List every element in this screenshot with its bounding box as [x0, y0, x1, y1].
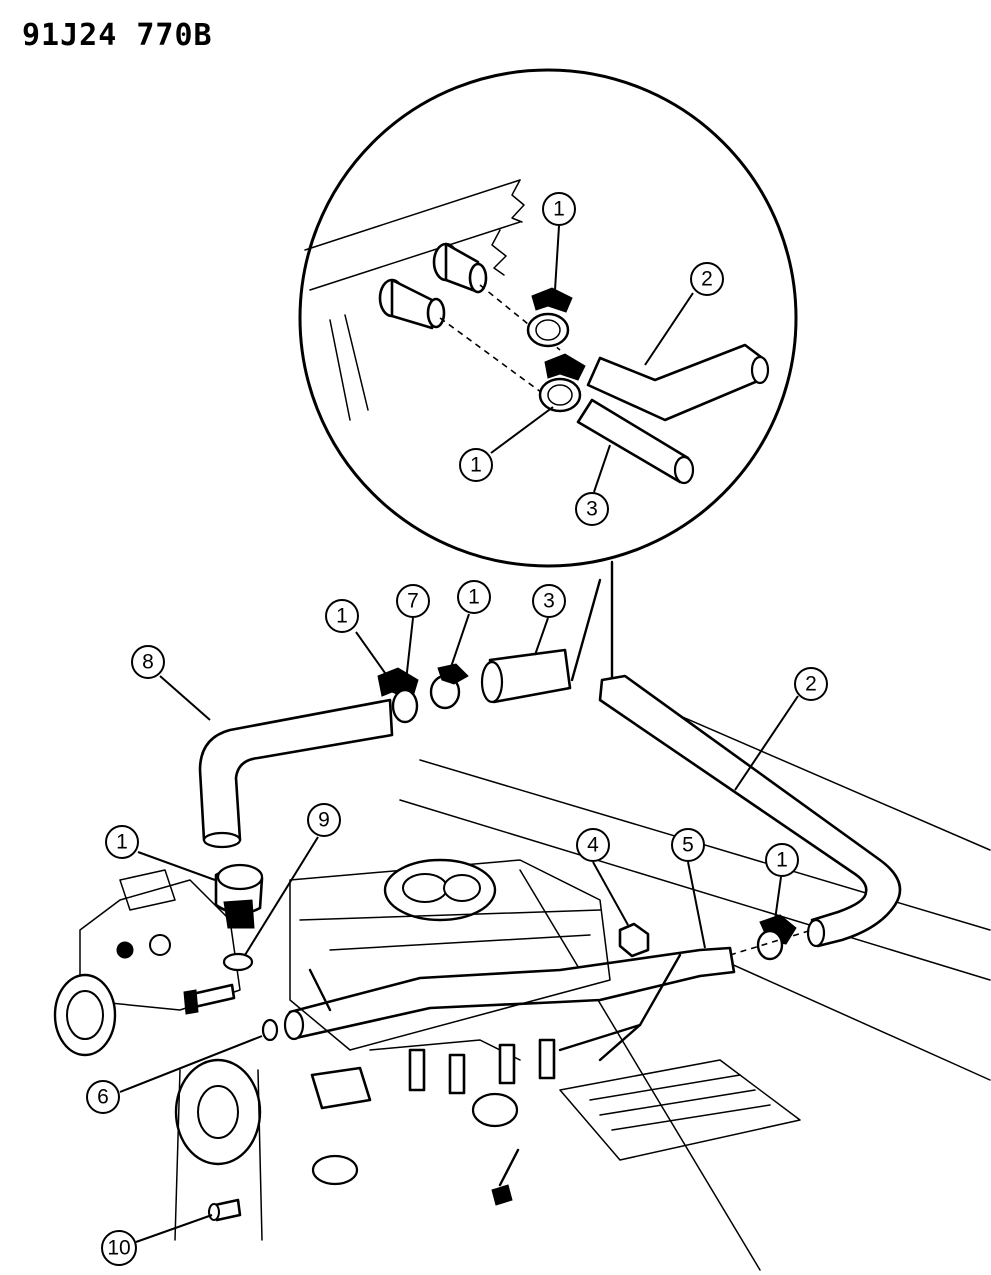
grille-panel	[559, 1059, 801, 1161]
assembly-dashline	[729, 929, 813, 956]
body-panel-line	[399, 799, 991, 981]
svg-text:1: 1	[116, 831, 128, 854]
leader-line	[244, 836, 319, 956]
tube-bracket-left	[308, 968, 332, 1012]
callout-7: 7	[396, 584, 430, 618]
callout-1-right: 1	[765, 843, 799, 877]
body-panel-line	[699, 949, 991, 1081]
svg-text:8: 8	[142, 651, 154, 674]
sensor-block	[310, 1066, 372, 1110]
detail-connector-line-2	[570, 578, 602, 682]
leader-line	[592, 861, 629, 926]
leader-line	[135, 1214, 213, 1243]
panel-line	[329, 319, 351, 421]
svg-text:1: 1	[553, 198, 565, 221]
detail-clamp-lower	[538, 353, 586, 413]
heater-return-tube-5	[288, 946, 736, 1040]
reservoir-cap	[311, 1154, 359, 1186]
detail-view	[298, 68, 798, 692]
svg-text:3: 3	[586, 498, 598, 521]
intake-manifold	[289, 858, 611, 1095]
callout-10: 10	[101, 1230, 137, 1266]
oil-cap	[471, 1092, 519, 1128]
hose-clamp-floating	[214, 863, 264, 929]
callout-4: 4	[576, 828, 610, 862]
callout-6: 6	[86, 1080, 120, 1114]
callout-1-left: 1	[325, 599, 359, 633]
leader-line	[644, 292, 694, 366]
firewall-torn-edge	[511, 179, 525, 223]
crank-pulley	[174, 1058, 263, 1241]
callout-9: 9	[307, 803, 341, 837]
leader-line	[490, 406, 554, 454]
callouts: 1 2 1 3 1 7 1 3 8 2	[86, 192, 828, 1266]
leader-line	[159, 675, 211, 721]
callout-5: 5	[671, 828, 705, 862]
svg-text:3: 3	[543, 590, 555, 613]
callout-1-mid: 1	[457, 580, 491, 614]
o-ring-6	[261, 1018, 279, 1042]
firewall-edge	[309, 221, 521, 291]
callout-2: 2	[794, 667, 828, 701]
compressor-assembly	[53, 869, 241, 1057]
svg-text:1: 1	[468, 586, 480, 609]
callout-1-detail-top: 1	[542, 192, 576, 226]
leader-line	[734, 695, 799, 791]
tube-bracket	[558, 1023, 642, 1052]
firewall-torn-edge	[491, 229, 507, 276]
panel-line	[344, 314, 369, 411]
detail-clamp-upper	[526, 287, 573, 348]
leader-line	[554, 225, 560, 291]
leader-line	[137, 851, 216, 881]
svg-text:9: 9	[318, 809, 330, 832]
svg-text:6: 6	[97, 1086, 109, 1109]
leader-line	[119, 1035, 263, 1093]
svg-text:1: 1	[776, 849, 788, 872]
leader-line	[355, 631, 391, 681]
callout-3: 3	[532, 584, 566, 618]
leader-line	[449, 613, 470, 671]
svg-text:1: 1	[470, 454, 482, 477]
callout-8: 8	[131, 645, 165, 679]
callout-1-detail-bottom: 1	[459, 448, 493, 482]
heater-core-nipples	[378, 242, 561, 396]
svg-text:1: 1	[336, 605, 348, 628]
leader-line	[774, 876, 782, 921]
bracket-screw	[491, 1184, 513, 1206]
svg-text:5: 5	[682, 834, 694, 857]
heater-hose-2	[598, 674, 902, 948]
leader-line	[404, 617, 414, 691]
callout-1-clamp: 1	[105, 825, 139, 859]
leader-line	[687, 861, 706, 949]
svg-text:7: 7	[407, 590, 419, 613]
svg-text:2: 2	[701, 268, 713, 291]
nut-4	[618, 922, 650, 958]
firewall-edge	[304, 179, 521, 251]
svg-text:2: 2	[805, 673, 817, 696]
callout-2-detail: 2	[690, 262, 724, 296]
leader-line	[593, 444, 611, 493]
svg-text:10: 10	[107, 1237, 130, 1260]
detail-connector-line	[600, 560, 614, 692]
fitting-9	[222, 952, 254, 972]
leader-line	[534, 617, 549, 656]
figure-code: 91J24 770B	[22, 18, 213, 53]
heater-hose-8	[198, 698, 394, 842]
svg-text:4: 4	[587, 834, 599, 857]
main-view	[53, 648, 991, 1271]
callout-3-detail: 3	[575, 492, 609, 526]
